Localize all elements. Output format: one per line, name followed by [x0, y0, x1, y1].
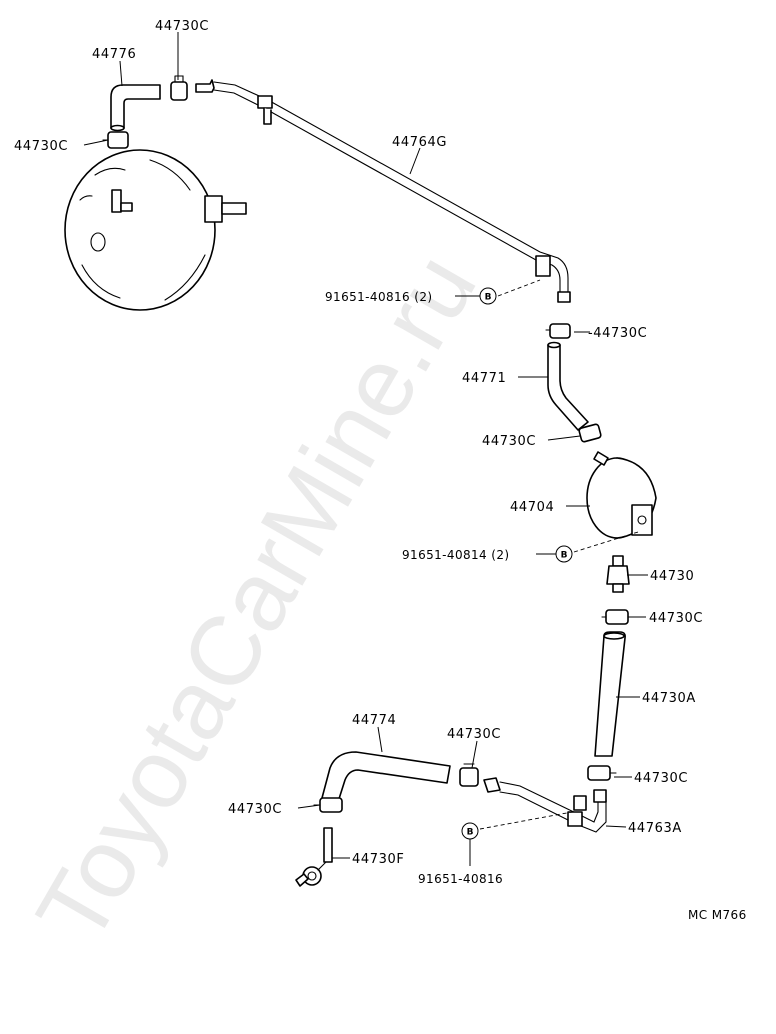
check-valve-44730	[606, 555, 630, 593]
label-44704: 44704	[510, 500, 554, 515]
clamp-44730c-valve	[601, 609, 629, 625]
leader-lines	[83, 32, 648, 866]
hose-44774	[321, 751, 451, 803]
clamp-44730c-top	[170, 75, 188, 101]
label-44730c-joint: 44730C	[447, 727, 501, 742]
label-44730f: 44730F	[352, 852, 404, 867]
clamp-44730c-mid	[545, 323, 571, 339]
bolt-marker-bottom: B	[467, 828, 474, 838]
bolt-marker-tank: B	[561, 551, 568, 561]
label-44730c-valve: 44730C	[649, 611, 703, 626]
label-44774: 44774	[352, 713, 396, 728]
bolt-callout-bottom: B	[461, 811, 573, 840]
clamp-44730c-joint	[459, 763, 479, 787]
label-44730: 44730	[650, 569, 694, 584]
label-44730c-right: 44730C	[634, 771, 688, 786]
hose-44771	[547, 341, 589, 431]
label-44730a: 44730A	[642, 691, 696, 706]
label-44730c-mid: -44730C	[588, 326, 647, 341]
label-44764g: 44764G	[392, 135, 447, 150]
vacuum-tank-44704	[586, 451, 657, 539]
clamp-44730c-tank	[578, 423, 602, 443]
label-91651-40814-2: 91651-40814 (2)	[402, 548, 510, 562]
clamp-44730c-right	[587, 765, 617, 781]
bolt-callout-top: B	[479, 279, 541, 305]
union-44730f	[295, 827, 333, 887]
watermark: ToyotaCarMine.ru	[15, 236, 497, 961]
label-44730c-top: 44730C	[155, 19, 209, 34]
label-44730c-left: 44730C	[14, 139, 68, 154]
bolt-marker-top: B	[485, 293, 492, 303]
pipe-44764g	[195, 79, 571, 303]
pipe-44763a	[483, 777, 607, 833]
label-44730c-tank: 44730C	[482, 434, 536, 449]
hose-44730a	[594, 631, 626, 757]
hose-44776	[110, 84, 161, 132]
label-91651-40816-2: 91651-40816 (2)	[325, 290, 433, 304]
label-44763a: 44763A	[628, 821, 682, 836]
brake-booster	[64, 149, 247, 311]
drawing-code: MC M766	[688, 908, 747, 922]
label-91651-40816: 91651-40816	[418, 872, 503, 886]
label-44776: 44776	[92, 47, 136, 62]
label-44771: 44771	[462, 371, 506, 386]
label-44730c-bottom-left: 44730C	[228, 802, 282, 817]
